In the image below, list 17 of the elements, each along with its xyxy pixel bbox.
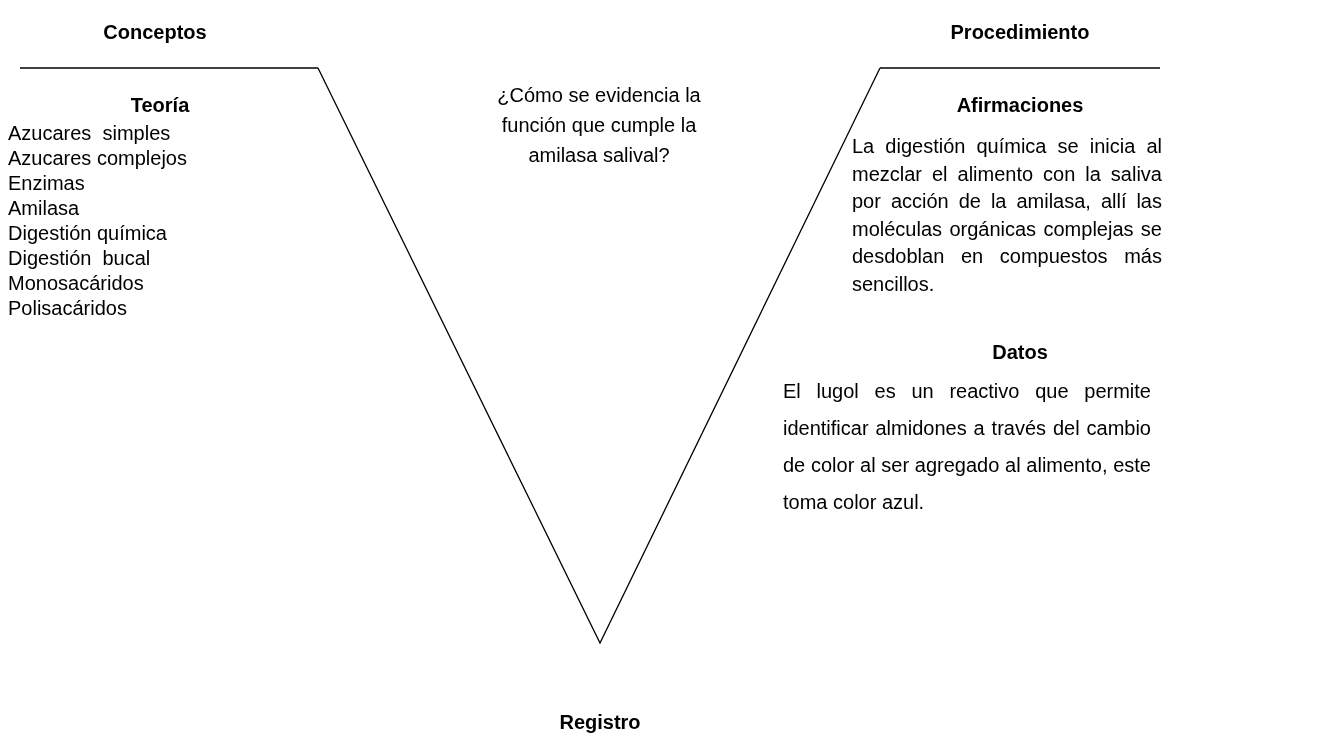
- section-heading: Procedimiento: [949, 20, 1091, 45]
- paragraph-text: El lugol es un reactivo que permite identificar almidones a través del cambio de color al ser agregado al alimento, este toma color azul.: [783, 379, 1151, 515]
- question-text: ¿Cómo se evidencia la función que cumple la amilasa salival?: [496, 83, 702, 168]
- section-heading: Registro: [558, 710, 642, 735]
- list-item: Azucares complejos: [8, 146, 188, 171]
- section-heading: Conceptos: [102, 20, 208, 45]
- list-item: Enzimas: [8, 171, 86, 196]
- list-item: Amilasa: [8, 196, 81, 221]
- subheading: Datos: [991, 340, 1049, 365]
- subheading: Teoría: [129, 93, 191, 118]
- subheading: Afirmaciones: [955, 93, 1085, 118]
- list-item: Monosacáridos: [8, 271, 145, 296]
- list-item: Polisacáridos: [8, 296, 128, 321]
- list-item: Digestión bucal: [8, 246, 152, 271]
- paragraph-text: La digestión química se inicia al mezclar el alimento con la saliva por acción de la amilasa, allí las moléculas orgánicas complejas se desdoblan en compuestos más sencillos.: [852, 134, 1162, 297]
- list-item: Azucares simples: [8, 121, 172, 146]
- list-item: Digestión química: [8, 221, 168, 246]
